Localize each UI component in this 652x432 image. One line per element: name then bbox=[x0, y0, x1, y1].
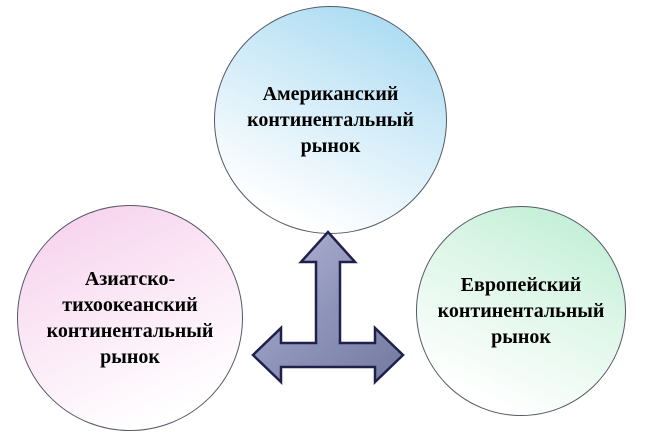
node-american-market-label: Американский континентальный рынок bbox=[247, 83, 414, 157]
node-asia-pacific-market: Азиатско- тихоокеанский континентальный … bbox=[17, 205, 243, 431]
three-way-arrow-icon bbox=[251, 230, 405, 385]
node-american-market: Американский континентальный рынок bbox=[214, 6, 447, 234]
node-asia-pacific-market-label: Азиатско- тихоокеанский континентальный … bbox=[46, 268, 214, 368]
node-european-market-label: Европейский континентальный рынок bbox=[437, 274, 605, 348]
node-european-market: Европейский континентальный рынок bbox=[416, 206, 626, 416]
